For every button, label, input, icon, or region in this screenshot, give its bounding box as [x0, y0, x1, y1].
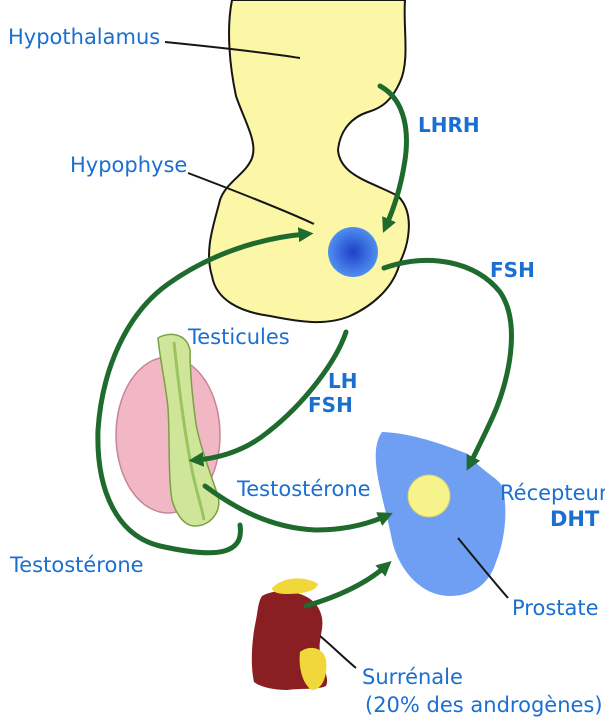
label-fsh-right: FSH — [490, 258, 535, 282]
adrenal-top-cap — [272, 578, 318, 594]
label-recepteur: Récepteur — [500, 481, 605, 505]
label-testosterone-left: Testostérone — [9, 553, 144, 577]
label-surrenale-note: (20% des androgènes) — [365, 693, 603, 717]
prostate-yellow-core — [408, 475, 450, 517]
pituitary-receptor — [328, 227, 378, 277]
label-lhrh: LHRH — [418, 113, 480, 137]
label-testosterone-middle: Testostérone — [236, 477, 371, 501]
label-prostate: Prostate — [512, 596, 599, 620]
label-hypothalamus: Hypothalamus — [8, 25, 160, 49]
label-surrenale: Surrénale — [362, 665, 463, 689]
adrenal-to-prostate-arrow — [306, 566, 386, 606]
label-fsh-middle: FSH — [308, 393, 353, 417]
fsh-arrow-to-prostate — [384, 260, 511, 464]
hypothalamus-pituitary-shape — [209, 0, 409, 322]
label-dht: DHT — [550, 507, 600, 531]
label-testicules: Testicules — [187, 325, 290, 349]
label-lh: LH — [328, 369, 357, 393]
label-hypophyse: Hypophyse — [70, 153, 187, 177]
